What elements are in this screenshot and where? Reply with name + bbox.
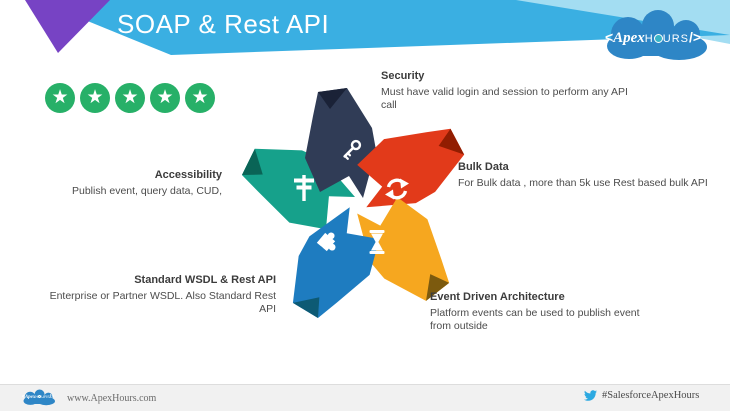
- slide-title: SOAP & Rest API: [117, 9, 330, 39]
- key-icon: [343, 139, 362, 160]
- sync-icon: [385, 178, 409, 200]
- label-wsdl: Standard WSDL & Rest API Enterprise or P…: [36, 274, 276, 317]
- star-icon: ★: [80, 83, 110, 113]
- star-icon: ★: [185, 83, 215, 113]
- star-icon: ★: [115, 83, 145, 113]
- cloud-icon: [23, 389, 55, 406]
- label-desc: Enterprise or Partner WSDL. Also Standar…: [49, 290, 276, 316]
- label-security: Security Must have valid login and sessi…: [381, 70, 639, 113]
- arrow-event-driven: [357, 197, 450, 301]
- arrow-bulk-data: [357, 128, 465, 208]
- label-title: Bulk Data: [458, 161, 509, 173]
- puzzle-icon: [316, 232, 336, 253]
- label-desc: Must have valid login and session to per…: [381, 86, 628, 112]
- label-event-driven: Event Driven Architecture Platform event…: [430, 291, 662, 334]
- label-desc: For Bulk data , more than 5k use Rest ba…: [458, 177, 708, 189]
- clock-icon: [653, 34, 663, 43]
- label-title: Event Driven Architecture: [430, 291, 565, 303]
- hourglass-icon: [369, 230, 385, 254]
- clock-icon: [38, 395, 42, 398]
- star-icon: ★: [45, 83, 75, 113]
- signpost-icon: [294, 175, 314, 201]
- label-accessibility: Accessibility Publish event, query data,…: [20, 169, 222, 198]
- cloud-icon: [607, 10, 707, 60]
- footer-social: #SalesforceApexHours: [583, 389, 699, 402]
- label-title: Security: [381, 70, 425, 82]
- arrow-security: [305, 88, 376, 198]
- label-title: Accessibility: [154, 169, 222, 181]
- label-bulk-data: Bulk Data For Bulk data , more than 5k u…: [458, 161, 710, 190]
- pinwheel-diagram: [241, 88, 465, 318]
- label-desc: Platform events can be used to publish e…: [430, 307, 640, 333]
- twitter-icon: [584, 390, 598, 401]
- arrow-wsdl: [292, 207, 380, 318]
- star-icon: ★: [150, 83, 180, 113]
- label-title: Standard WSDL & Rest API: [134, 274, 276, 286]
- label-desc: Publish event, query data, CUD,: [72, 185, 222, 197]
- footer-hashtag: #SalesforceApexHours: [602, 390, 700, 401]
- five-star-rating: ★ ★ ★ ★ ★: [45, 83, 215, 113]
- footer-website: www.ApexHours.com: [67, 392, 157, 404]
